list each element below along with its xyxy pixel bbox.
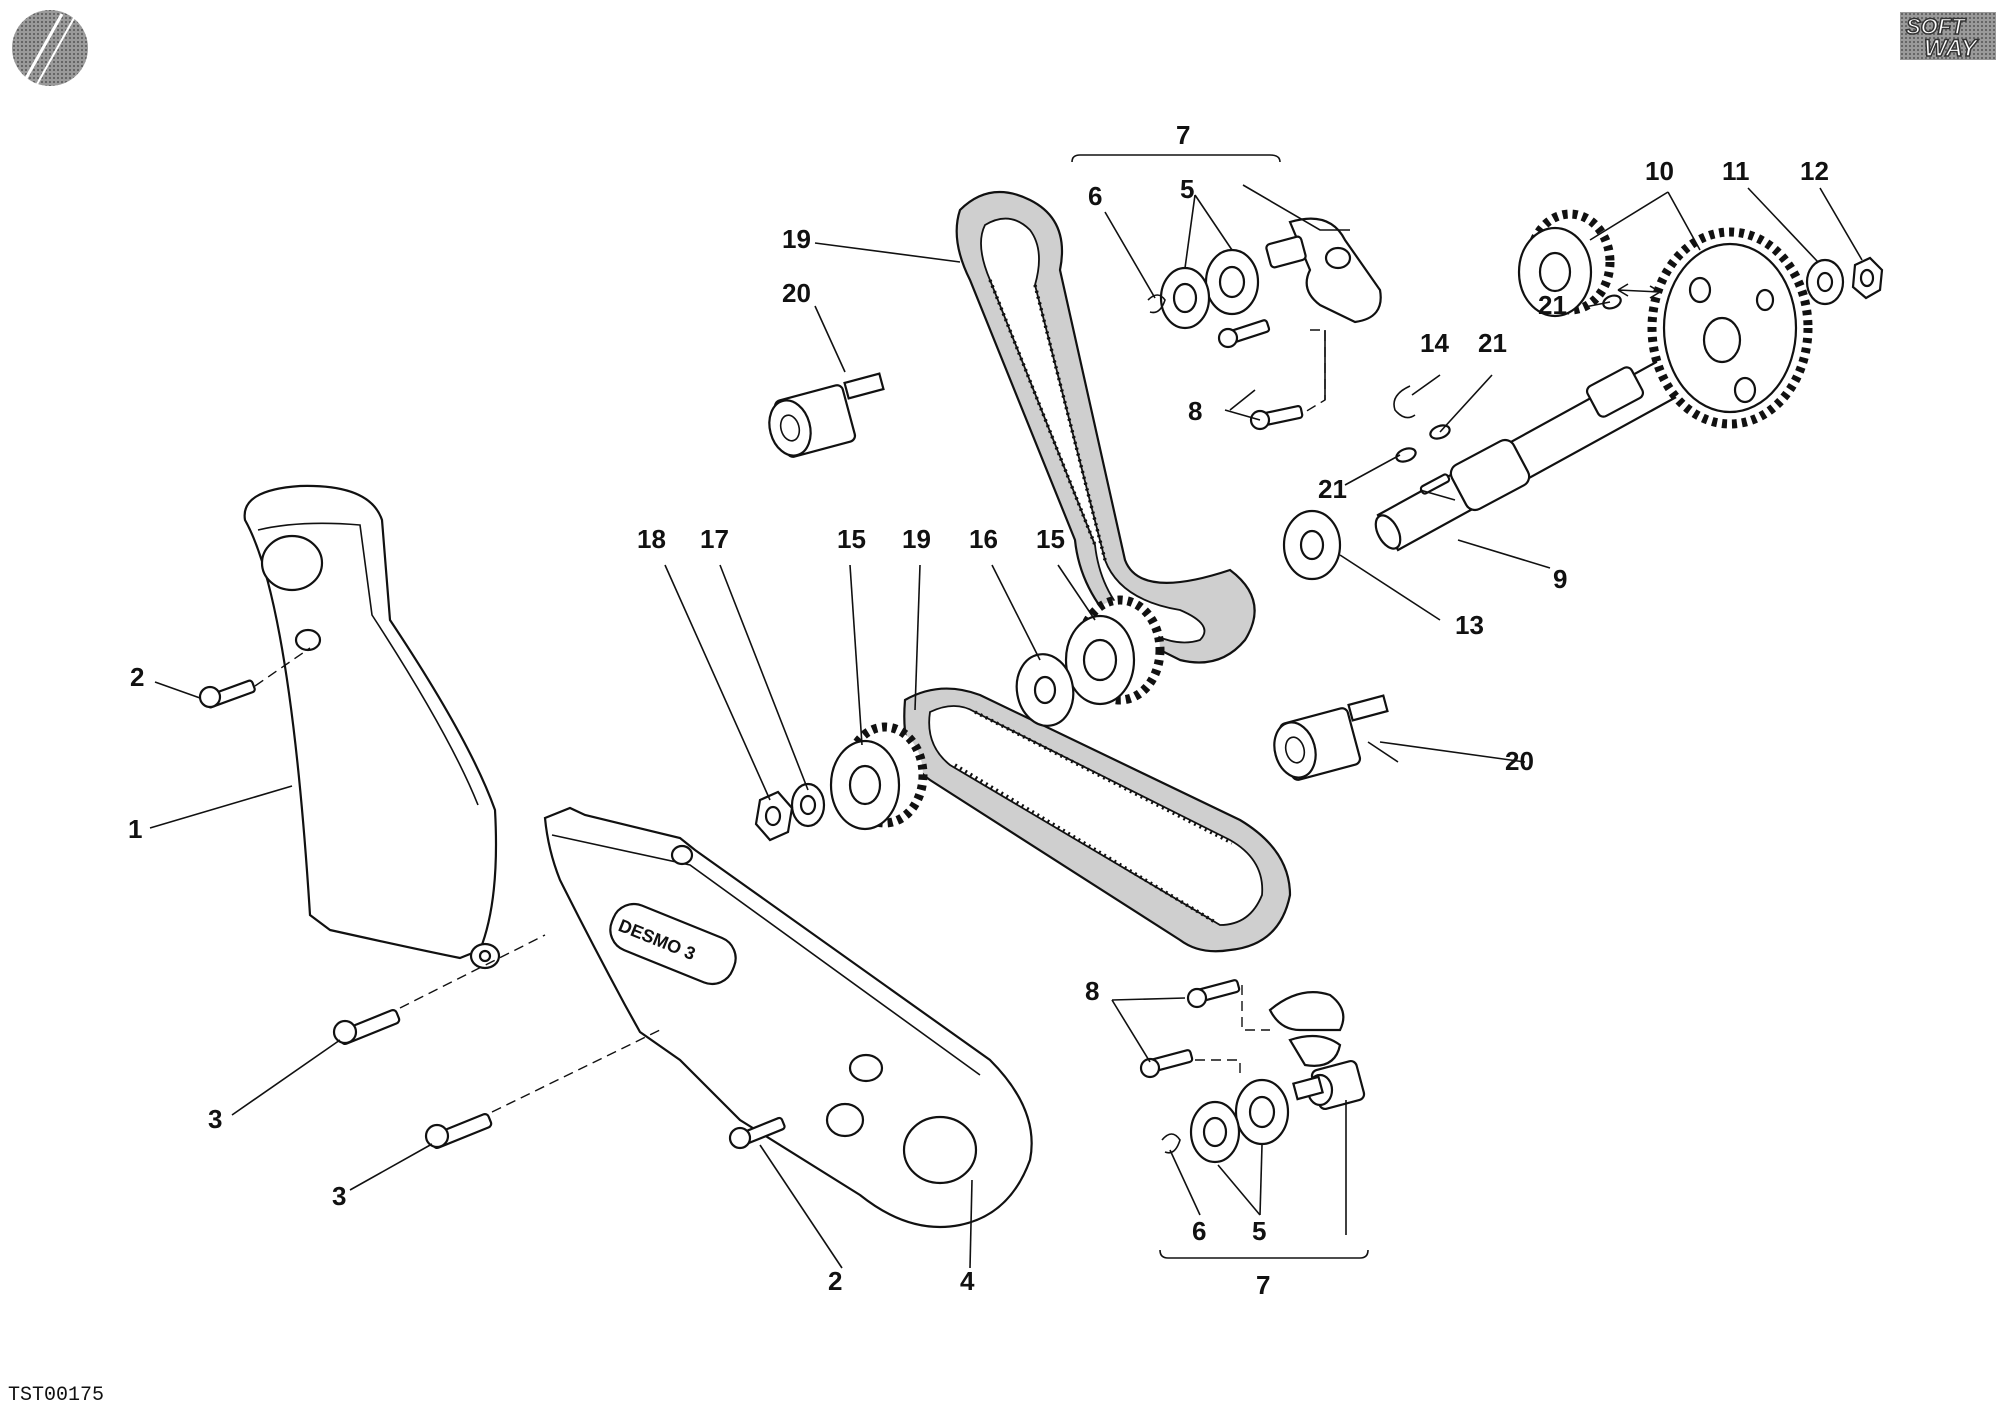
brand-logo-line1: SOFT	[1906, 14, 1966, 39]
brand-logo-line2: WAY	[1924, 35, 1979, 62]
tensioner-assembly-upper	[1147, 217, 1382, 431]
callout-16: 16	[969, 524, 998, 554]
spacer-20-lower	[1273, 694, 1389, 781]
gear-10-large	[1647, 227, 1813, 429]
callout-15: 15	[837, 524, 866, 554]
callout-7: 7	[1176, 120, 1190, 150]
callout-8: 8	[1188, 396, 1202, 426]
screw-2-bottom	[728, 1116, 786, 1150]
washer-17	[790, 782, 826, 828]
callout-6: 6	[1192, 1216, 1206, 1246]
callout-14: 14	[1420, 328, 1449, 358]
pulley-15-lower	[829, 722, 928, 831]
assembly-bracket-lower	[1159, 1249, 1369, 1259]
callout-13: 13	[1455, 610, 1484, 640]
screw-2-left	[198, 679, 256, 709]
callout-15: 15	[1036, 524, 1065, 554]
washer-13	[1282, 509, 1342, 581]
callout-21: 21	[1538, 290, 1567, 320]
callout-9: 9	[1553, 564, 1567, 594]
screw-3-lower	[424, 1113, 493, 1149]
timing-cover-outer: DESMO 3	[543, 806, 1033, 1229]
screw-axis-line	[399, 934, 546, 1009]
nut-12	[1851, 256, 1884, 300]
mesh-arrow-icon	[1617, 283, 1661, 299]
washer-16	[1015, 653, 1075, 727]
gear-10-small	[1517, 209, 1615, 318]
callout-1: 1	[128, 814, 142, 844]
callout-5: 5	[1252, 1216, 1266, 1246]
pulley-15-upper	[1064, 595, 1165, 706]
screw-axis-line	[254, 647, 311, 687]
brand-logo: SOFT WAY	[1900, 12, 1996, 63]
callout-2: 2	[130, 662, 144, 692]
callout-4: 4	[960, 1266, 975, 1296]
callout-19: 19	[902, 524, 931, 554]
callout-8: 8	[1085, 976, 1099, 1006]
washer-11	[1805, 258, 1845, 306]
drawing-code: TST00175	[8, 1384, 104, 1407]
screw-axis-line	[491, 1029, 661, 1113]
callout-labels: 1 2 2 3 3 4 5 5 6 6 7 7 8 8 9 10 11 12 1…	[128, 120, 1829, 1300]
callout-3: 3	[208, 1104, 222, 1134]
key-21	[1395, 294, 1622, 463]
tensioner-assembly-lower	[1139, 979, 1366, 1164]
callout-2: 2	[828, 1266, 842, 1296]
timing-cover-inner	[243, 484, 501, 970]
timing-belt-upper	[955, 190, 1256, 664]
callout-21: 21	[1478, 328, 1507, 358]
callout-17: 17	[700, 524, 729, 554]
camshaft-9	[1374, 358, 1682, 552]
callout-20: 20	[782, 278, 811, 308]
callout-20: 20	[1505, 746, 1534, 776]
callout-21: 21	[1318, 474, 1347, 504]
callout-11: 11	[1722, 156, 1750, 186]
callout-6: 6	[1088, 181, 1102, 211]
callout-10: 10	[1645, 156, 1674, 186]
callout-7: 7	[1256, 1270, 1270, 1300]
callout-3: 3	[332, 1181, 346, 1211]
circlip-14	[1393, 385, 1416, 419]
spacer-20-upper	[768, 372, 885, 458]
leader-lines	[149, 184, 1863, 1269]
assembly-bracket-upper	[1071, 154, 1281, 163]
callout-19: 19	[782, 224, 811, 254]
callout-5: 5	[1180, 174, 1194, 204]
callout-18: 18	[637, 524, 666, 554]
callout-12: 12	[1800, 156, 1829, 186]
nut-18	[754, 790, 794, 842]
timing-belt-lower	[903, 687, 1292, 953]
corner-mark-icon	[12, 10, 88, 87]
screw-3-upper	[332, 1009, 401, 1045]
